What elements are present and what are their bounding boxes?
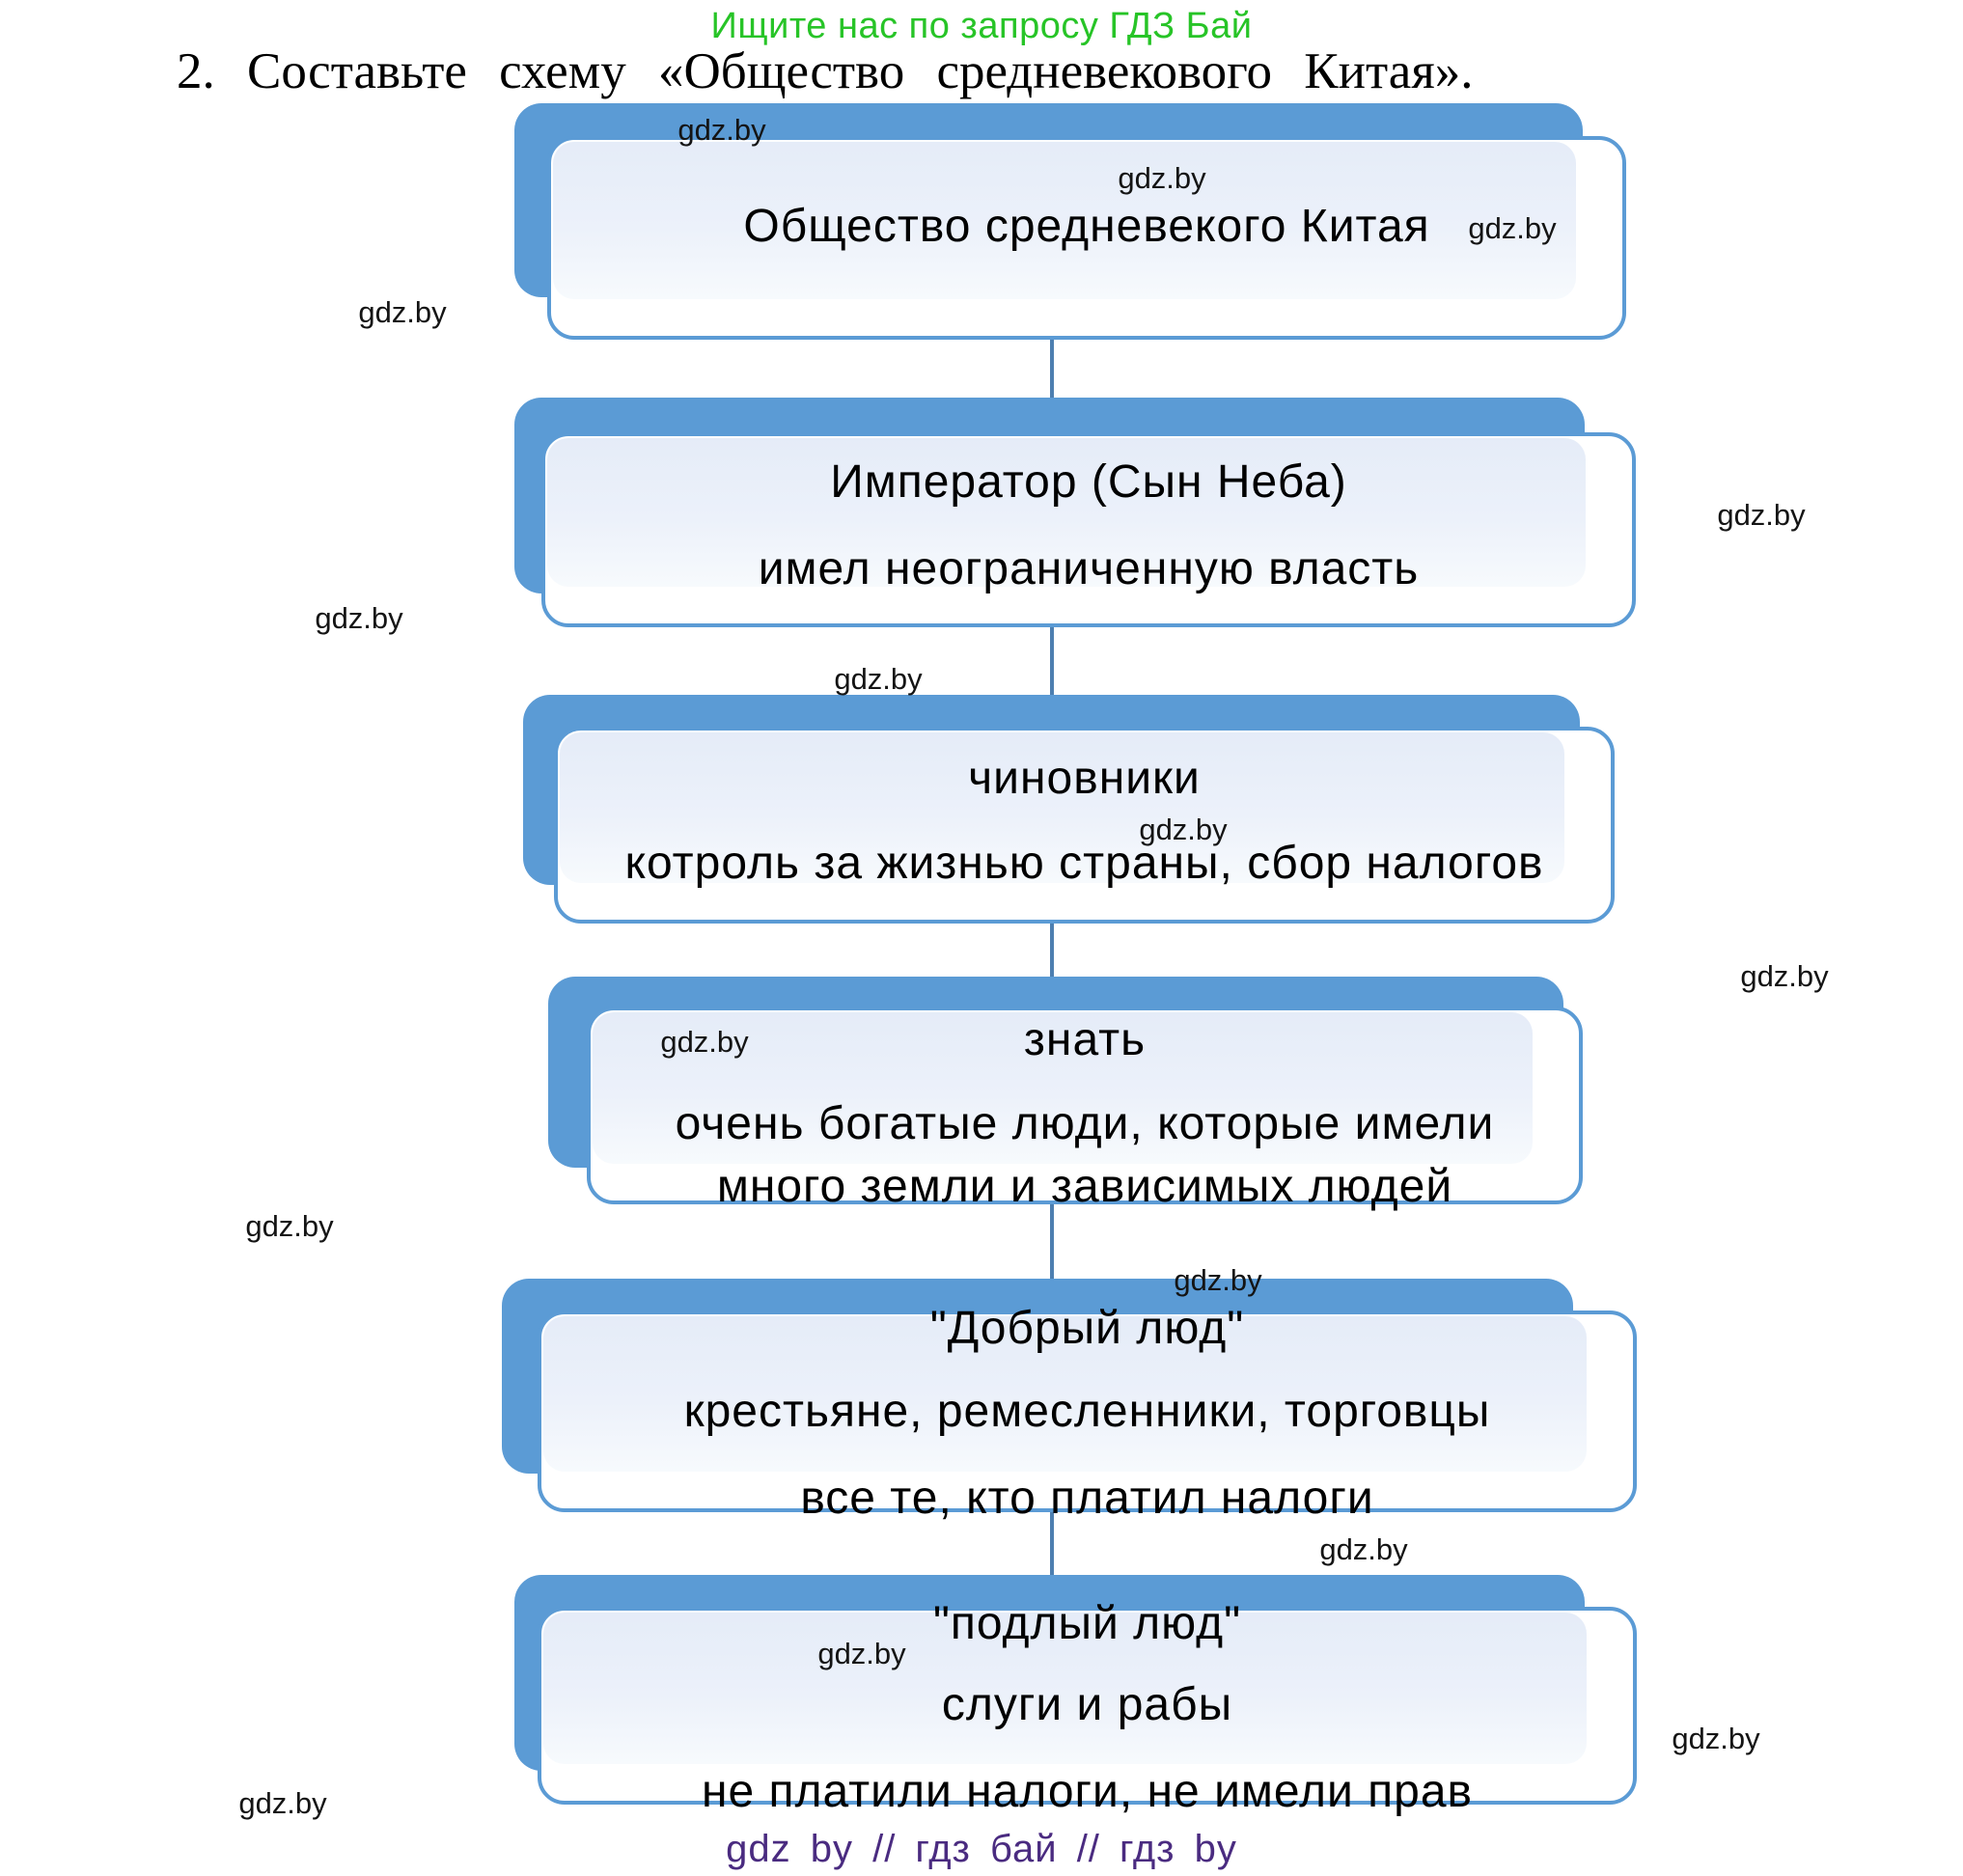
watermark: gdz.by	[1319, 1532, 1408, 1566]
watermark: gdz.by	[1118, 161, 1206, 195]
node-text: Император (Сын Неба)	[830, 456, 1347, 508]
node-text: много земли и зависимых людей	[716, 1161, 1453, 1212]
watermark: gdz.by	[1717, 498, 1806, 532]
node-text: крестьяне, ремесленники, торговцы	[683, 1386, 1491, 1437]
node-panel	[543, 1316, 1587, 1472]
node-body	[538, 1310, 1637, 1512]
node-panel	[547, 438, 1586, 587]
watermark: gdz.by	[245, 1209, 334, 1243]
node-text: имел неограниченную власть	[758, 543, 1420, 594]
node-panel	[543, 1613, 1587, 1764]
node-panel	[560, 732, 1564, 883]
node-body	[541, 432, 1636, 627]
watermark: gdz.by	[834, 662, 923, 696]
watermark: gdz.by	[1139, 813, 1228, 846]
node-text: котроль за жизнью страны, сбор налогов	[624, 838, 1544, 889]
node-text: чиновники	[968, 753, 1201, 804]
node-body	[554, 727, 1615, 924]
node-text: Общество средневекого Китая	[743, 201, 1430, 252]
node-body	[538, 1607, 1637, 1805]
node-panel	[553, 142, 1576, 299]
watermark: gdz.by	[238, 1786, 327, 1820]
watermark: gdz.by	[1174, 1263, 1262, 1297]
connector-line	[1050, 625, 1054, 697]
watermark: gdz.by	[315, 601, 403, 635]
node-text: не платили налоги, не имели прав	[701, 1766, 1474, 1817]
node-body	[547, 136, 1626, 340]
node-text: "Добрый люд"	[929, 1303, 1245, 1354]
watermark: gdz.by	[677, 113, 766, 147]
connector-line	[1050, 338, 1054, 400]
node-text: слуги и рабы	[941, 1679, 1233, 1730]
watermark: gdz.by	[1740, 959, 1829, 993]
node-text: знать	[1023, 1014, 1147, 1065]
task-title: 2. Составьте схему «Общество средневеков…	[177, 43, 1474, 99]
connector-line	[1050, 922, 1054, 979]
promo-text: Ищите нас по запросу ГДЗ Бай	[710, 6, 1253, 46]
watermark: gdz.by	[1468, 211, 1557, 245]
node-panel	[593, 1012, 1533, 1164]
connector-line	[1050, 1202, 1054, 1281]
footer-text: gdz by // гдз бай // гдз by	[726, 1828, 1237, 1870]
node-text: очень богатые люди, которые имели	[675, 1098, 1495, 1149]
node-text: все те, кто платил налоги	[800, 1473, 1374, 1524]
watermark: gdz.by	[358, 295, 447, 329]
watermark: gdz.by	[817, 1637, 906, 1670]
node-text: "подлый люд"	[932, 1598, 1242, 1649]
node-body	[587, 1007, 1583, 1204]
watermark: gdz.by	[660, 1025, 749, 1059]
connector-line	[1050, 1510, 1054, 1577]
watermark: gdz.by	[1672, 1722, 1760, 1755]
